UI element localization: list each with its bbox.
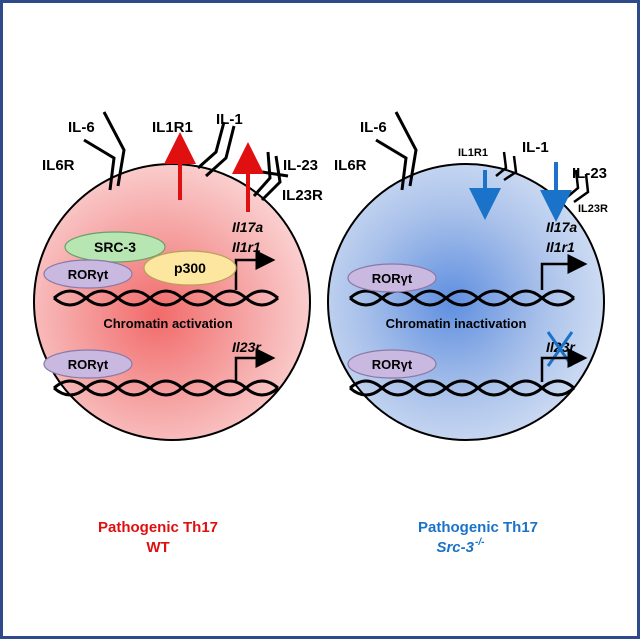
ko-caption-title: Pathogenic Th17 (418, 519, 538, 536)
wt-cell (33, 163, 311, 441)
ko-rorgt-top-label: RORγt (372, 271, 413, 286)
ko-label-il1r1: IL1R1 (458, 147, 488, 159)
ko-panel: IL-6 IL6R IL1R1 IL-1 IL-23 IL23R Il17a I… (327, 111, 608, 556)
ko-dna-lower (349, 379, 575, 397)
ko-label-il6r: IL6R (334, 157, 367, 174)
ko-cell (327, 163, 605, 441)
wt-rorgt-bottom-protein (43, 349, 133, 379)
wt-il1r1-receptor (197, 121, 226, 170)
ko-promoter-arrow-lower (540, 348, 588, 382)
ko-rorgt-bottom-label: RORγt (372, 357, 413, 372)
ko-gene-il17a: Il17a (546, 219, 577, 235)
wt-p300-label: p300 (174, 260, 206, 276)
wt-label-il6: IL-6 (68, 119, 95, 136)
wt-gene-il1r1: Il1r1 (232, 239, 261, 255)
wt-label-il1: IL-1 (216, 111, 243, 128)
ko-chromatin-label: Chromatin inactivation (386, 316, 527, 331)
wt-promoter-arrow-upper (234, 250, 276, 290)
wt-label-il23: IL-23 (283, 157, 318, 174)
wt-il23r-receptor (252, 151, 272, 197)
wt-promoter-arrow-lower (234, 348, 276, 382)
wt-label-il1r1: IL1R1 (152, 119, 193, 136)
ko-rorgt-bottom-protein (347, 349, 437, 379)
wt-caption-title: Pathogenic Th17 (98, 519, 218, 536)
ko-il1r1-receptor (495, 151, 508, 177)
wt-panel: IL-6 IL6R IL1R1 IL-1 IL-23 IL23R Il17a I… (33, 111, 323, 556)
ko-gene-il1r1: Il1r1 (546, 239, 575, 255)
ko-label-il6: IL-6 (360, 119, 387, 136)
wt-src3-protein (64, 231, 166, 263)
wt-gene-il23r: Il23r (232, 339, 262, 355)
ko-label-il23: IL-23 (572, 165, 607, 182)
wt-gene-il17a: Il17a (232, 219, 263, 235)
ko-caption-superscript: -/- (475, 537, 485, 548)
ko-caption-genotype: Src-3 (436, 539, 474, 556)
wt-rorgt-top-label: RORγt (68, 267, 109, 282)
ko-dna-upper (349, 289, 575, 307)
wt-label-il23r: IL23R (282, 187, 323, 204)
wt-dna-upper (53, 289, 279, 307)
wt-src3-label: SRC-3 (94, 239, 136, 255)
ko-label-il1: IL-1 (522, 139, 549, 156)
wt-dna-lower (53, 379, 279, 397)
wt-rorgt-bottom-label: RORγt (68, 357, 109, 372)
wt-rorgt-top-protein (43, 259, 133, 289)
ko-label-il23r: IL23R (578, 203, 608, 215)
wt-label-il6r: IL6R (42, 157, 75, 174)
wt-caption-genotype: WT (146, 539, 169, 556)
ko-il6r-receptor (394, 111, 418, 187)
ko-promoter-arrow-upper (540, 254, 588, 290)
wt-p300-protein (143, 250, 237, 286)
ko-rorgt-top-protein (347, 263, 437, 293)
wt-il6r-receptor (102, 111, 126, 187)
wt-chromatin-label: Chromatin activation (103, 316, 232, 331)
